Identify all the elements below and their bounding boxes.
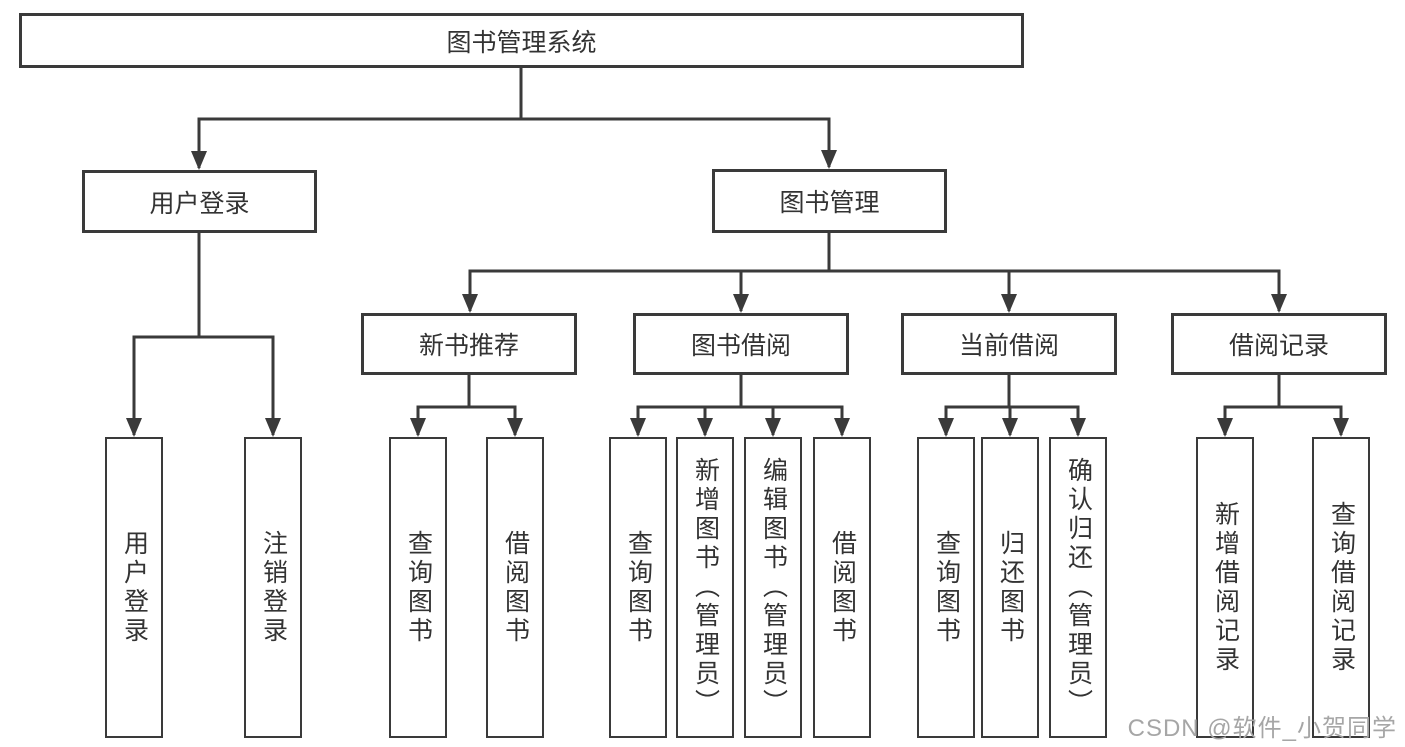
leaf-add-borrow-record: 新增借阅记录 xyxy=(1196,437,1254,738)
leaf-edit-books-admin: 编辑图书（管理员） xyxy=(744,437,802,738)
node-label: 图书管理 xyxy=(779,189,880,217)
leaf-label: 归还图书 xyxy=(996,529,1025,646)
leaf-label: 编辑图书（管理员） xyxy=(759,457,788,718)
node-book-management: 图书管理 xyxy=(712,169,947,233)
leaf-borrow-books: 借阅图书 xyxy=(813,437,871,738)
leaf-add-books-admin: 新增图书（管理员） xyxy=(676,437,734,738)
leaf-confirm-return-admin: 确认归还（管理员） xyxy=(1049,437,1107,738)
leaf-label: 新增借阅记录 xyxy=(1211,500,1240,675)
node-library-management-system: 图书管理系统 xyxy=(19,13,1024,68)
node-book-borrowing: 图书借阅 xyxy=(633,313,849,375)
leaf-label: 查询图书 xyxy=(404,529,433,646)
leaf-user-login: 用户登录 xyxy=(105,437,163,738)
node-current-borrowing: 当前借阅 xyxy=(901,313,1117,375)
leaf-label: 查询图书 xyxy=(932,529,961,646)
leaf-query-books-borrow: 查询图书 xyxy=(609,437,667,738)
leaf-query-borrow-record: 查询借阅记录 xyxy=(1312,437,1370,738)
leaf-borrow-books-recommend: 借阅图书 xyxy=(486,437,544,738)
leaf-label: 确认归还（管理员） xyxy=(1064,457,1093,718)
node-label: 当前借阅 xyxy=(958,332,1059,360)
node-label: 用户登录 xyxy=(149,189,250,218)
arrowheads xyxy=(126,150,1349,437)
node-borrowing-records: 借阅记录 xyxy=(1171,313,1387,375)
leaf-logout: 注销登录 xyxy=(244,437,302,738)
leaf-label: 借阅图书 xyxy=(501,529,530,646)
node-new-book-recommendation: 新书推荐 xyxy=(361,313,577,375)
node-label: 图书管理系统 xyxy=(446,28,597,57)
leaf-query-books-recommend: 查询图书 xyxy=(389,437,447,738)
node-label: 图书借阅 xyxy=(690,332,791,360)
leaf-label: 查询借阅记录 xyxy=(1327,500,1356,675)
leaf-label: 注销登录 xyxy=(259,529,288,646)
node-user-login: 用户登录 xyxy=(82,170,317,233)
leaf-label: 借阅图书 xyxy=(828,529,857,646)
leaf-label: 新增图书（管理员） xyxy=(691,457,720,718)
csdn-watermark: CSDN @软件_小贺同学 xyxy=(1127,715,1397,742)
leaf-return-books: 归还图书 xyxy=(981,437,1039,738)
leaf-label: 查询图书 xyxy=(624,529,653,646)
node-label: 新书推荐 xyxy=(418,332,519,360)
node-label: 借阅记录 xyxy=(1228,332,1329,360)
leaf-query-books-current: 查询图书 xyxy=(917,437,975,738)
leaf-label: 用户登录 xyxy=(120,529,149,646)
